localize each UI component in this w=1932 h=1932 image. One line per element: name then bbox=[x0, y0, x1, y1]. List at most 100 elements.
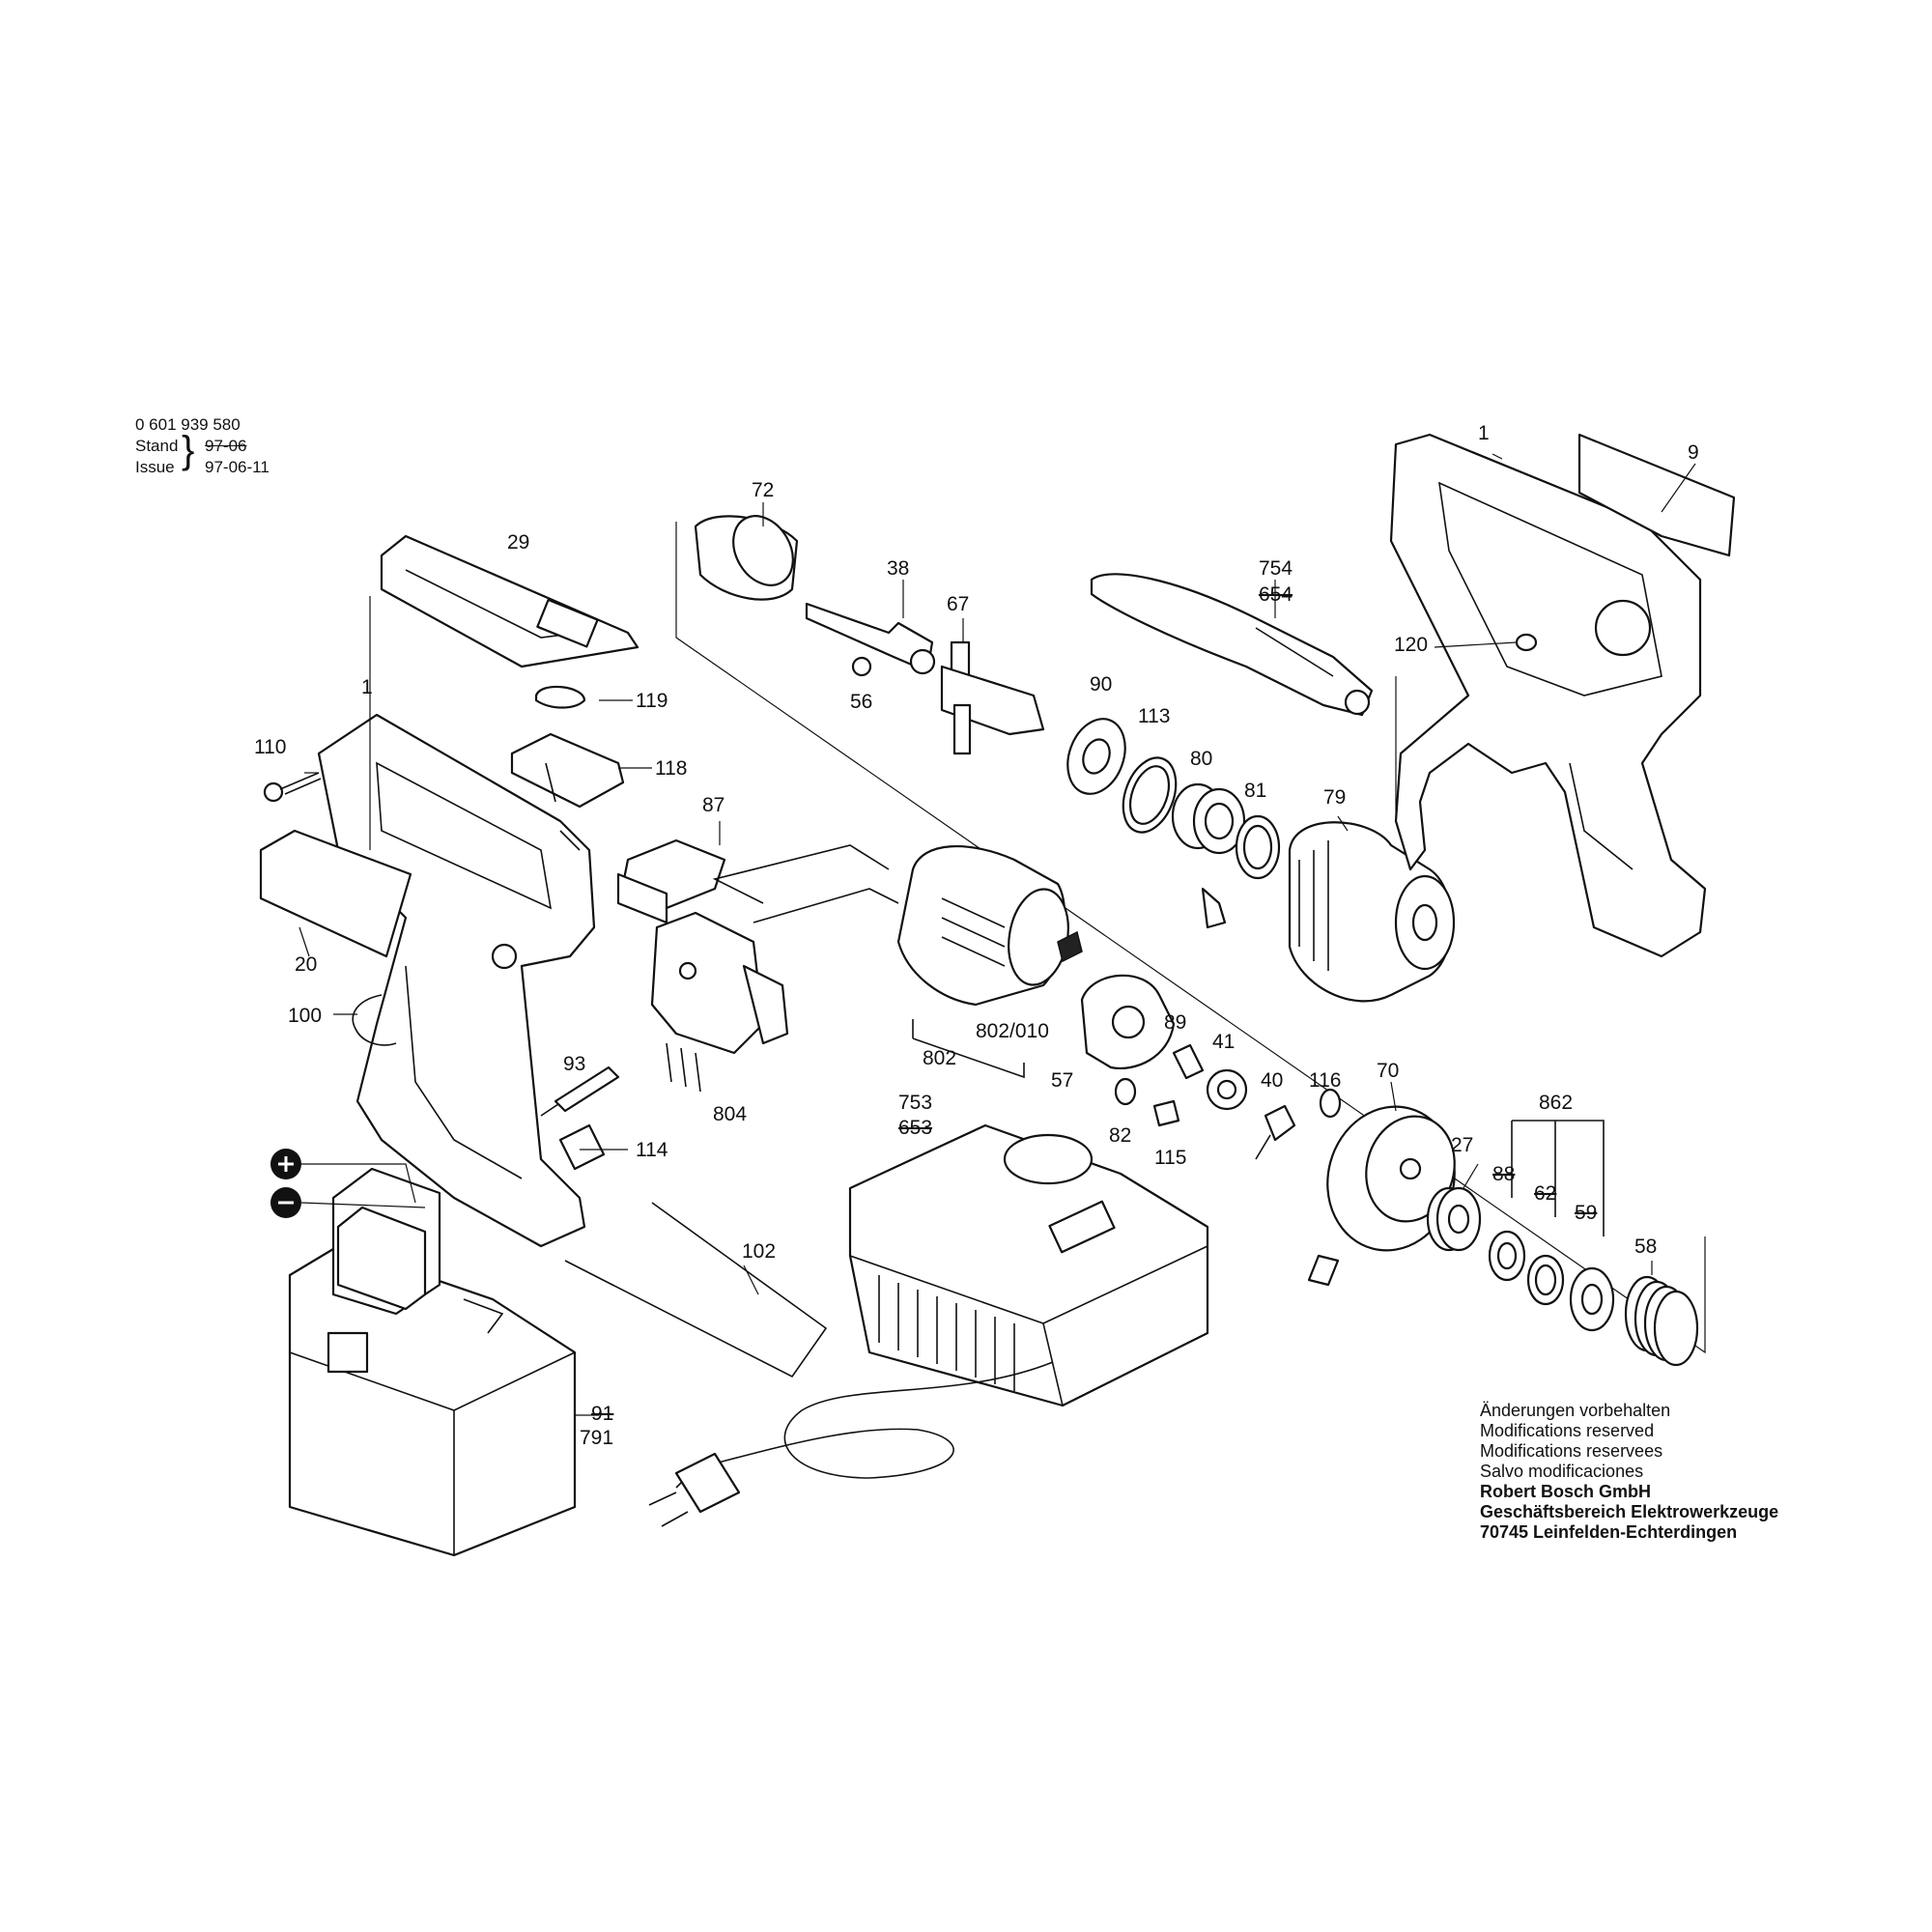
sleeve-72 bbox=[694, 515, 799, 601]
leader-20 bbox=[298, 926, 310, 957]
part-label-62: 62 bbox=[1534, 1182, 1556, 1205]
part-label-88: 88 bbox=[1492, 1163, 1515, 1185]
bit-93 bbox=[540, 1065, 620, 1117]
housing-left-1 bbox=[317, 713, 596, 1248]
part-label-29: 29 bbox=[507, 531, 529, 554]
note-line-2: Modifications reserved bbox=[1480, 1421, 1655, 1440]
plug bbox=[648, 1452, 741, 1527]
leader-27 bbox=[1463, 1163, 1479, 1189]
part-label-81: 81 bbox=[1244, 780, 1266, 802]
part-label-100: 100 bbox=[288, 1005, 322, 1027]
ring-62 bbox=[1526, 1254, 1565, 1306]
note-line-1: Änderungen vorbehalten bbox=[1480, 1401, 1671, 1420]
stand-value: 97-06 bbox=[205, 437, 247, 455]
leader-79 bbox=[1337, 815, 1349, 832]
carrier-57 bbox=[1080, 974, 1176, 1069]
plus-terminal-icon bbox=[270, 1149, 301, 1179]
washer-90 bbox=[1066, 718, 1126, 795]
part-label-1: 1 bbox=[361, 676, 373, 698]
note-line-3: Modifications reservees bbox=[1480, 1441, 1663, 1461]
part-label-791: 791 bbox=[580, 1427, 613, 1449]
part-label-89: 89 bbox=[1164, 1011, 1186, 1034]
part-label-116: 116 bbox=[1309, 1069, 1341, 1092]
part-label-653: 653 bbox=[898, 1117, 932, 1139]
ball-56 bbox=[851, 656, 872, 677]
part-label-79: 79 bbox=[1323, 786, 1346, 809]
header-brace: } bbox=[182, 429, 195, 471]
switch-804 bbox=[650, 911, 789, 1093]
charger-753 bbox=[848, 1123, 1209, 1407]
part-label-654: 654 bbox=[1259, 583, 1293, 606]
key-70 bbox=[1307, 1254, 1340, 1287]
part-label-27: 27 bbox=[1451, 1134, 1473, 1156]
clip-119 bbox=[534, 685, 586, 709]
part-label-38: 38 bbox=[887, 557, 909, 580]
minus-terminal-icon bbox=[270, 1187, 301, 1218]
bearing-27 bbox=[1426, 1186, 1482, 1252]
washer-88 bbox=[1488, 1230, 1526, 1282]
note-line-4: Salvo modificaciones bbox=[1480, 1462, 1644, 1481]
motor-802 bbox=[712, 844, 1083, 1007]
holder-114 bbox=[558, 1123, 606, 1171]
label-20 bbox=[259, 829, 412, 958]
assembly-frame bbox=[675, 522, 1706, 1354]
cover-29 bbox=[380, 534, 639, 668]
screw-115 bbox=[1152, 1099, 1180, 1127]
screw-40 bbox=[1264, 1104, 1296, 1142]
part-label-119: 119 bbox=[636, 690, 668, 712]
cable-100 bbox=[352, 994, 397, 1046]
part-label-802: 802 bbox=[923, 1047, 956, 1069]
part-label-115: 115 bbox=[1154, 1147, 1186, 1169]
part-label-102: 102 bbox=[742, 1240, 776, 1263]
switch-cap-118 bbox=[510, 732, 625, 809]
issue-label: Issue bbox=[135, 458, 175, 476]
leader-1-right bbox=[1492, 453, 1503, 460]
part-label-58: 58 bbox=[1634, 1236, 1657, 1258]
part-label-90: 90 bbox=[1090, 673, 1112, 696]
bracket-862 bbox=[1511, 1120, 1605, 1236]
part-label-804: 804 bbox=[713, 1103, 747, 1125]
housing-right-1 bbox=[1389, 433, 1707, 958]
part-label-20: 20 bbox=[295, 953, 317, 976]
part-label-57: 57 bbox=[1051, 1069, 1073, 1092]
shaft-67 bbox=[940, 640, 1045, 755]
screw-40-shank bbox=[1255, 1134, 1271, 1160]
part-label-113: 113 bbox=[1138, 705, 1170, 727]
gear-41 bbox=[1206, 1068, 1248, 1111]
screw-110 bbox=[263, 772, 322, 803]
bracket-87 bbox=[616, 838, 726, 924]
belt-754 bbox=[1090, 573, 1374, 717]
pin-89 bbox=[1172, 1043, 1205, 1080]
motor-bracket-lead bbox=[912, 1019, 1025, 1079]
washer-116 bbox=[1319, 1088, 1342, 1119]
leader-9 bbox=[1661, 463, 1696, 513]
part-label-41: 41 bbox=[1212, 1031, 1235, 1053]
collar-59 bbox=[1569, 1266, 1615, 1332]
stand-label: Stand bbox=[135, 437, 179, 455]
issue-value: 97-06-11 bbox=[205, 458, 270, 476]
washer-113 bbox=[1122, 756, 1178, 834]
part-label-56: 56 bbox=[850, 691, 872, 713]
part-label-82: 82 bbox=[1109, 1124, 1131, 1147]
label-9 bbox=[1577, 433, 1736, 557]
model-number: 0 601 939 580 bbox=[135, 415, 241, 434]
wheel-70 bbox=[1326, 1105, 1456, 1252]
part-label-91: 91 bbox=[591, 1403, 613, 1425]
part-label-9: 9 bbox=[1688, 441, 1699, 464]
key-small bbox=[1201, 887, 1227, 929]
leader-102 bbox=[743, 1264, 759, 1295]
part-label-118: 118 bbox=[655, 757, 687, 780]
bearing-80 bbox=[1171, 782, 1246, 855]
spring-58 bbox=[1624, 1275, 1699, 1367]
part-label-80: 80 bbox=[1190, 748, 1212, 770]
part-label-1-right: 1 bbox=[1478, 422, 1490, 444]
part-label-802-010: 802/010 bbox=[976, 1020, 1049, 1042]
company-address: 70745 Leinfelden-Echterdingen bbox=[1480, 1522, 1738, 1542]
part-label-70: 70 bbox=[1377, 1060, 1399, 1082]
spindle-38 bbox=[805, 602, 936, 675]
terminal-leaders bbox=[300, 1163, 426, 1208]
part-label-862: 862 bbox=[1539, 1092, 1573, 1114]
legal-notice: Änderungen vorbehalten Modifications res… bbox=[1480, 1401, 1778, 1543]
